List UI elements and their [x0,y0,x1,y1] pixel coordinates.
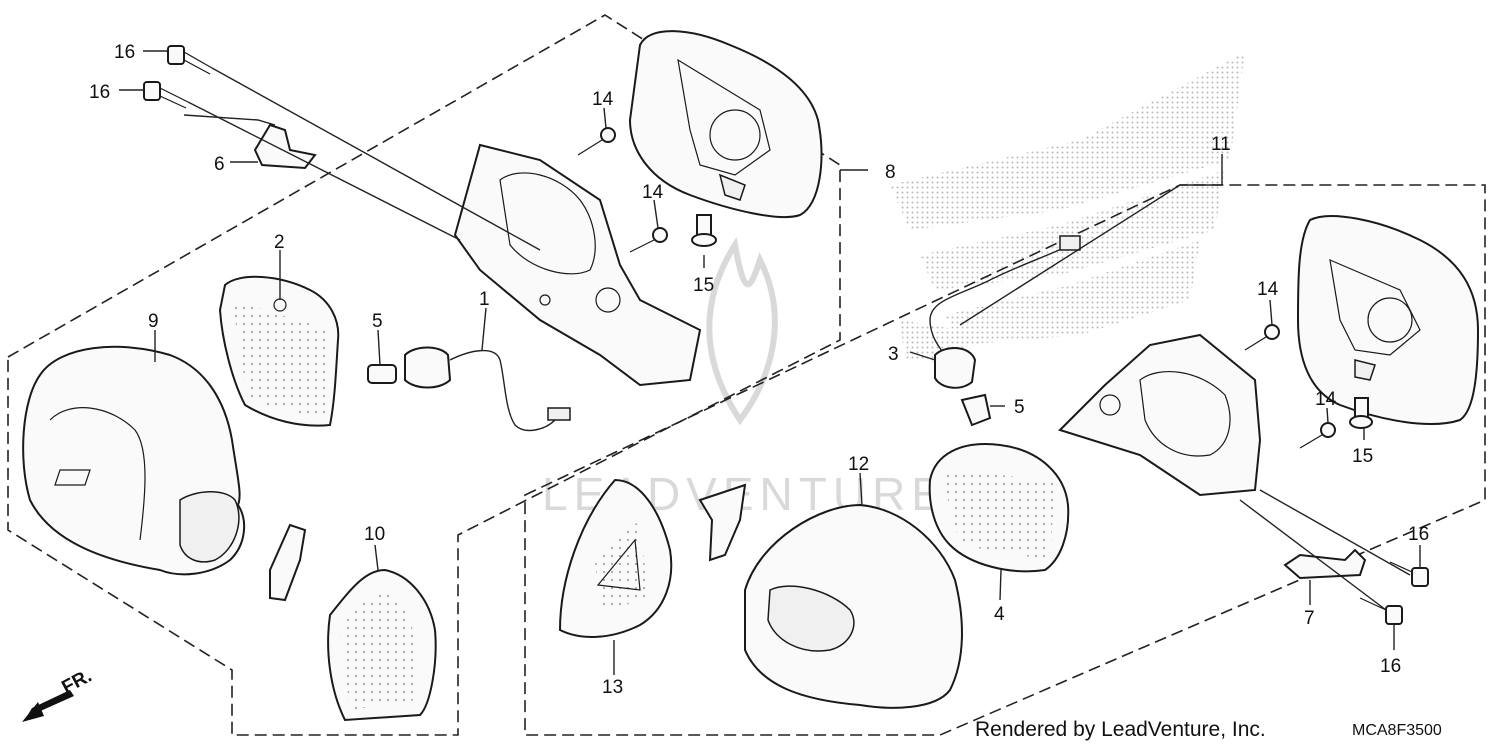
housing-cover-right [558,478,673,638]
screw-15-left [691,214,717,247]
callout-1: 1 [479,289,490,310]
callout-15-b: 15 [1352,446,1373,467]
callout-13: 13 [602,677,623,698]
mirror-housing-left [22,345,246,576]
screw-14-right-b [1299,422,1336,449]
callout-12: 12 [848,454,869,475]
callout-9: 9 [148,311,159,332]
mirror-bracket-left [453,143,702,387]
callout-6: 6 [214,154,225,175]
callout-4: 4 [994,604,1005,625]
turn-signal-lens-right [928,443,1070,573]
callout-14-c: 14 [1257,279,1279,300]
clip-left [269,523,307,602]
callout-14-a: 14 [592,89,614,110]
screw-14-left-a [577,127,616,156]
callout-8: 8 [885,162,896,183]
callout-2: 2 [274,232,285,253]
stay-bracket-left [253,123,317,170]
socket-harness [404,346,571,432]
turn-signal-lens-left [218,275,340,427]
callout-16-b: 16 [89,82,110,103]
screw-16-right-b [1359,597,1403,625]
callout-7: 7 [1304,608,1315,629]
callout-5-left: 5 [372,311,383,332]
callout-16-d: 16 [1380,656,1401,677]
screw-14-right-a [1244,324,1280,351]
screw-16-left-b [143,81,189,109]
bulb-right [960,393,992,427]
leader-lines [119,50,1421,675]
housing-cover-left [327,568,437,722]
screw-15-right [1349,397,1373,429]
callout-10: 10 [364,524,385,545]
callout-15-a: 15 [693,275,714,296]
callout-14-b: 14 [642,182,664,203]
footer-credit: Rendered by LeadVenture, Inc. [975,718,1266,741]
mirror-housing-right [744,503,963,709]
diagram-code: MCA8F3500 [1352,722,1442,739]
front-direction-arrow: FR. [22,666,95,722]
socket-harness-right [929,235,1081,389]
callout-5-right: 5 [1014,397,1025,418]
screw-14-left-b [629,227,668,253]
callout-3: 3 [888,344,899,365]
mirror-bracket-right [1058,333,1262,497]
callout-16-a: 16 [114,42,135,63]
brand-wing-logo [890,52,1245,365]
clip-right [698,483,747,562]
mirror-glass-left [628,30,823,219]
callout-16-c: 16 [1408,524,1429,545]
callout-11: 11 [1211,134,1231,155]
callout-14-d: 14 [1315,389,1337,410]
mirror-glass-right [1296,215,1480,425]
bulb-left [367,364,397,384]
screw-16-left-a [167,45,213,75]
